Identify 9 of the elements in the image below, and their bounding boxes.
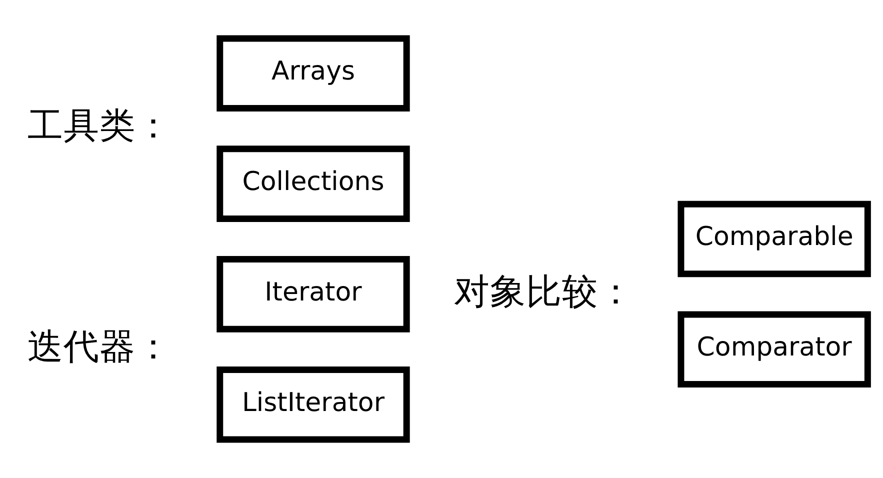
label: 对象比较：: [454, 271, 634, 312]
node-box: Comparable: [678, 200, 871, 278]
node-box: Iterator: [216, 256, 410, 332]
label: 迭代器：: [28, 326, 172, 368]
label: 工具类：: [28, 106, 172, 147]
node-box: Collections: [216, 146, 410, 222]
node-box: Comparator: [678, 311, 871, 388]
node-box: ListIterator: [216, 366, 410, 443]
node-box: Arrays: [216, 35, 410, 112]
